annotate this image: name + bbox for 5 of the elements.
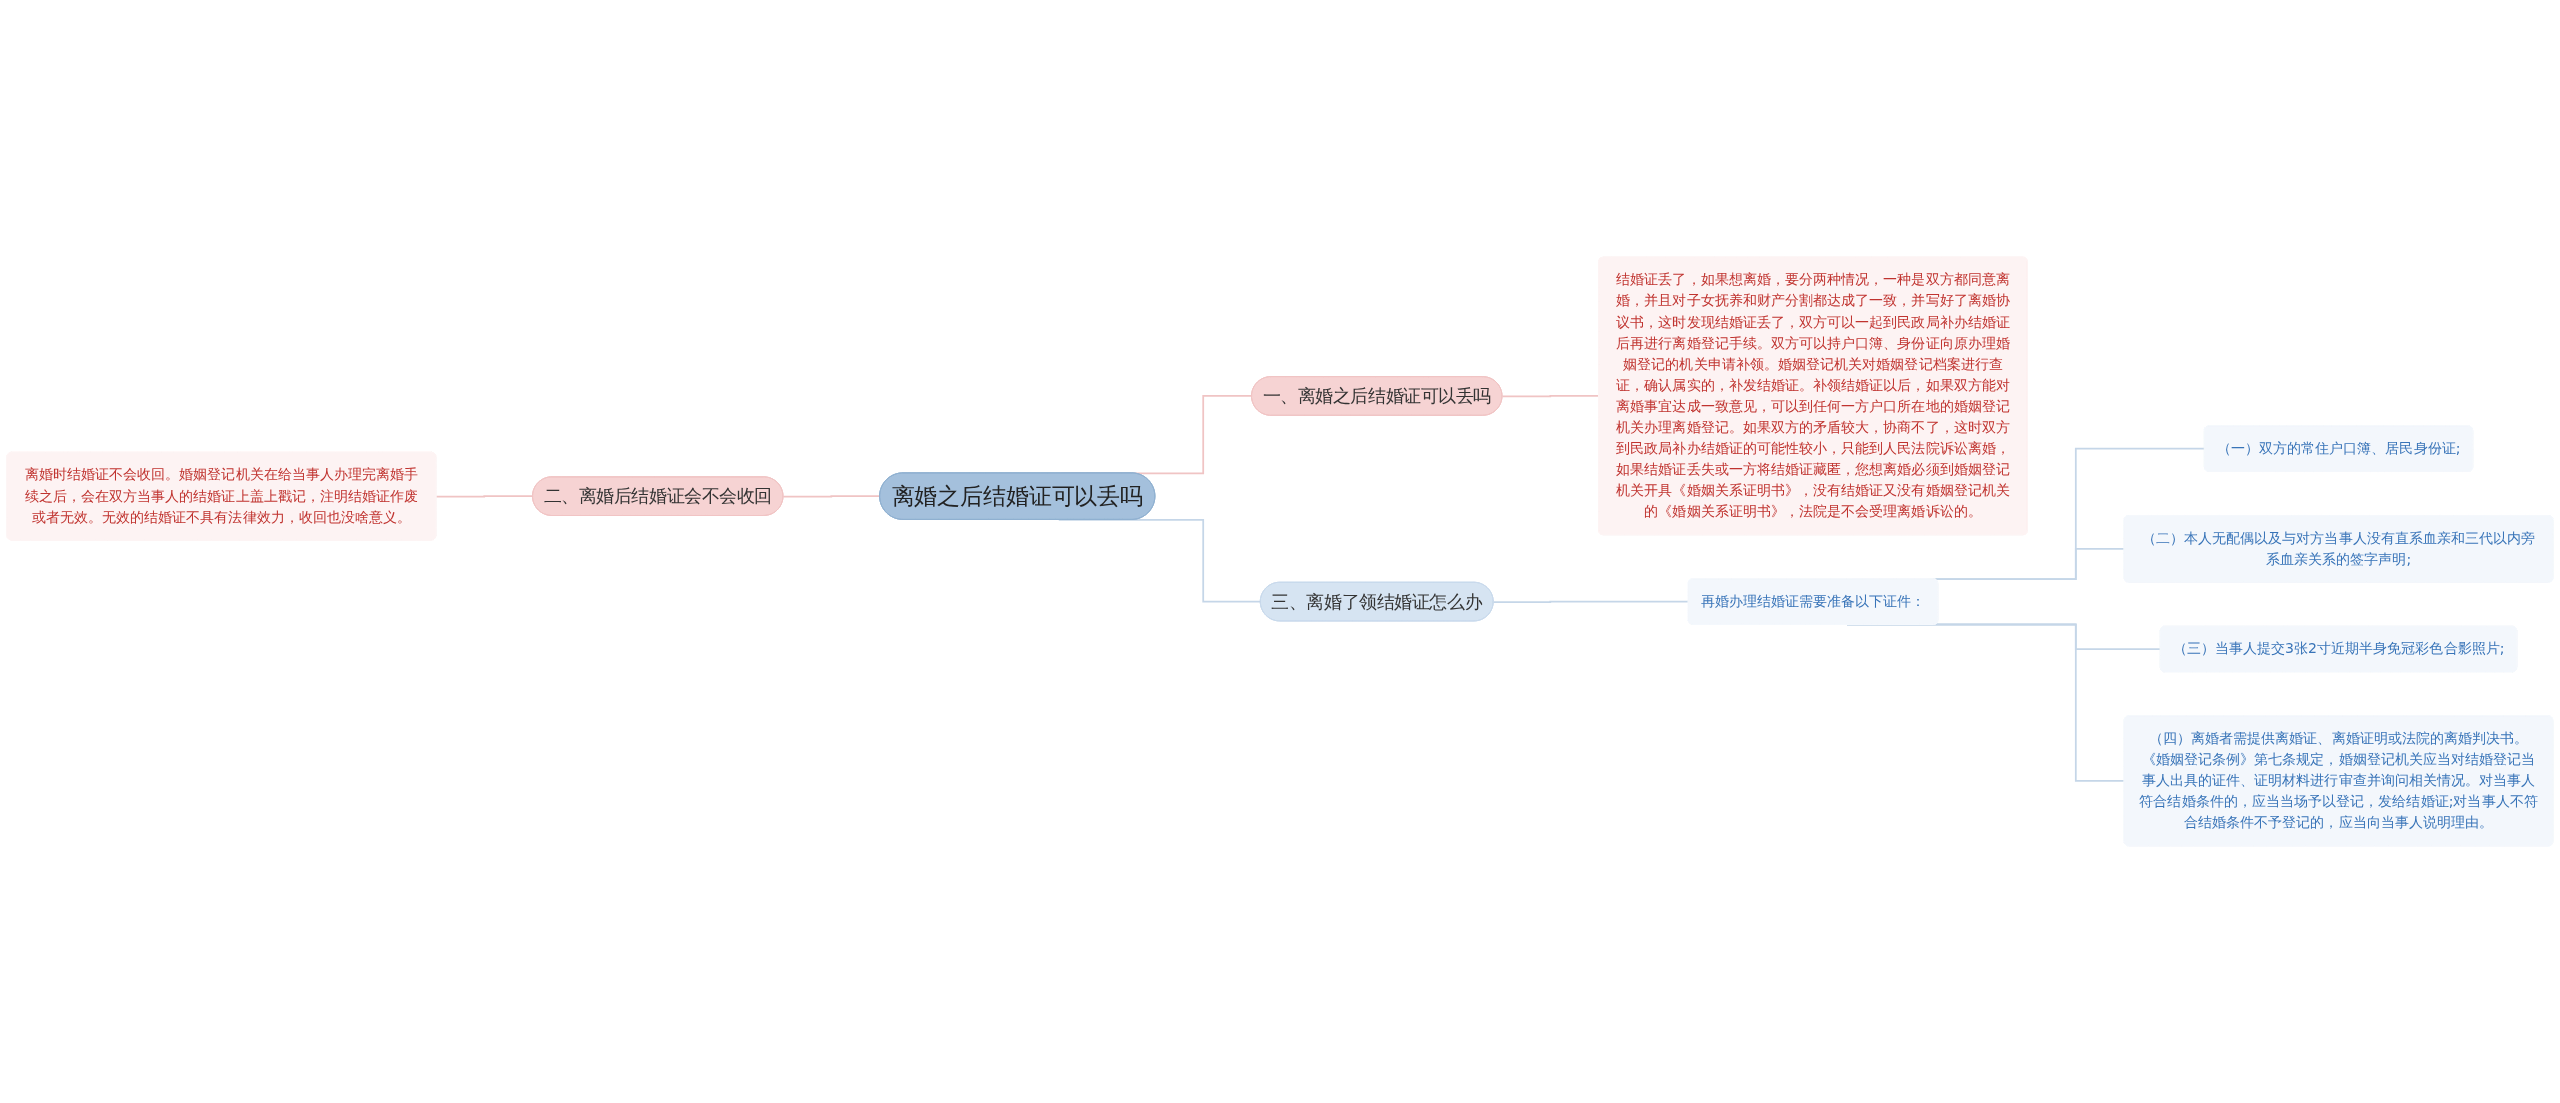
connector [782,495,881,498]
connector [1492,600,1690,603]
connector [1935,623,2162,651]
connector [435,495,534,498]
connector [1501,395,1600,398]
